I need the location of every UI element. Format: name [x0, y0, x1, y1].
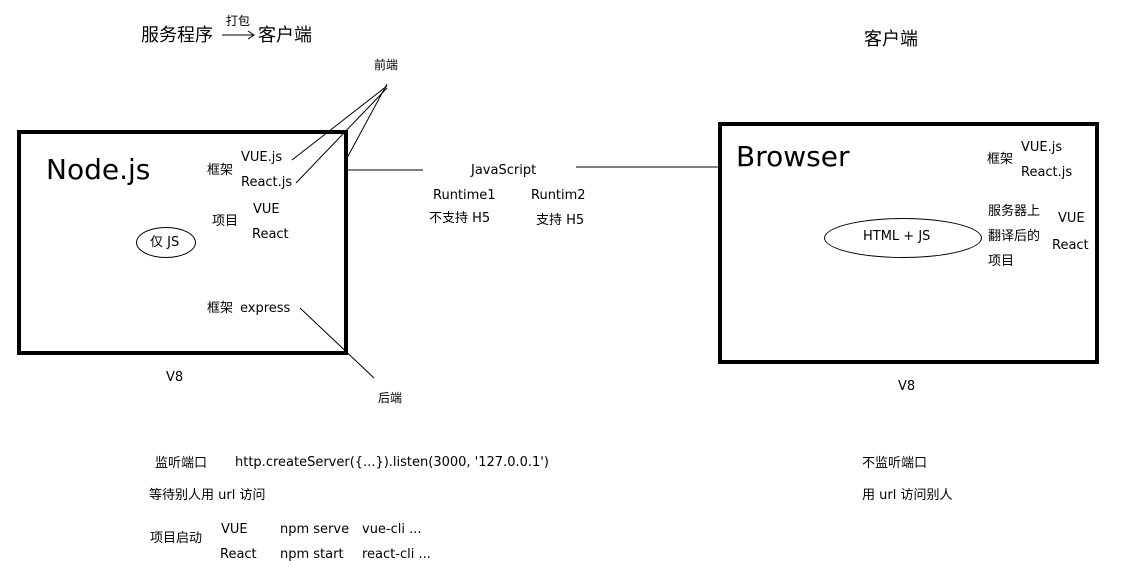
node-project-vue: VUE	[253, 202, 280, 217]
node-title: Node.js	[46, 153, 151, 186]
browser-framework-label: 框架	[987, 152, 1014, 167]
backend-line	[299, 307, 375, 379]
start-row-react-cmd: npm start	[280, 547, 344, 562]
no-listen-port-note: 不监听端口	[862, 456, 928, 471]
start-row-vue-name: VUE	[221, 522, 248, 537]
browser-html-js-text: HTML + JS	[863, 229, 931, 244]
middle-runtime2-note: 支持 H5	[536, 213, 585, 228]
middle-javascript: JavaScript	[471, 163, 537, 178]
browser-framework-react: React.js	[1021, 165, 1073, 180]
node-js-only-ellipse	[136, 227, 196, 258]
access-others-note: 用 url 访问别人	[862, 488, 953, 503]
node-box	[17, 130, 348, 355]
middle-runtime2: Runtim2	[531, 188, 586, 203]
frontend-line-2	[295, 87, 388, 184]
start-row-react-cli: react-cli ...	[362, 547, 431, 562]
browser-project-react: React	[1052, 238, 1089, 253]
node-backend-framework-label: 框架	[207, 301, 234, 316]
header-arrow-head	[247, 30, 255, 40]
node-project-label: 项目	[212, 214, 239, 229]
start-row-vue-cmd: npm serve	[280, 522, 350, 537]
node-framework-vue: VUE.js	[241, 150, 283, 165]
node-framework-react: React.js	[241, 175, 293, 190]
middle-runtime1: Runtime1	[433, 188, 496, 203]
middle-runtime1-note: 不支持 H5	[429, 211, 491, 226]
browser-html-js-ellipse	[824, 218, 982, 258]
browser-server-line-2: 翻译后的	[988, 229, 1041, 244]
frontend-line-3	[346, 83, 388, 159]
backend-label: 后端	[378, 391, 403, 405]
node-backend-framework: express	[240, 301, 291, 316]
wait-access-note: 等待别人用 url 访问	[149, 488, 266, 503]
listen-code: http.createServer({...}).listen(3000, '1…	[235, 455, 549, 470]
browser-title: Browser	[736, 140, 850, 173]
browser-project-vue: VUE	[1058, 211, 1085, 226]
start-row-react-name: React	[220, 547, 257, 562]
start-row-vue-cli: vue-cli ...	[362, 522, 422, 537]
header-server-program: 服务程序	[141, 25, 213, 46]
header-arrow-label: 打包	[226, 14, 251, 28]
frontend-label: 前端	[374, 58, 399, 72]
node-js-only-text: 仅 JS	[150, 235, 180, 250]
node-project-react: React	[252, 227, 289, 242]
node-framework-label: 框架	[207, 163, 234, 178]
listen-port-label: 监听端口	[155, 456, 208, 471]
right-client-title: 客户端	[864, 29, 918, 50]
browser-server-line-1: 服务器上	[988, 204, 1041, 219]
browser-box	[718, 122, 1099, 364]
project-start-label: 项目启动	[150, 531, 203, 546]
browser-server-line-3: 项目	[988, 254, 1015, 269]
node-engine: V8	[166, 370, 184, 385]
header-client: 客户端	[258, 25, 312, 46]
browser-engine: V8	[898, 379, 916, 394]
frontend-line-1	[291, 85, 388, 161]
browser-framework-vue: VUE.js	[1021, 140, 1063, 155]
